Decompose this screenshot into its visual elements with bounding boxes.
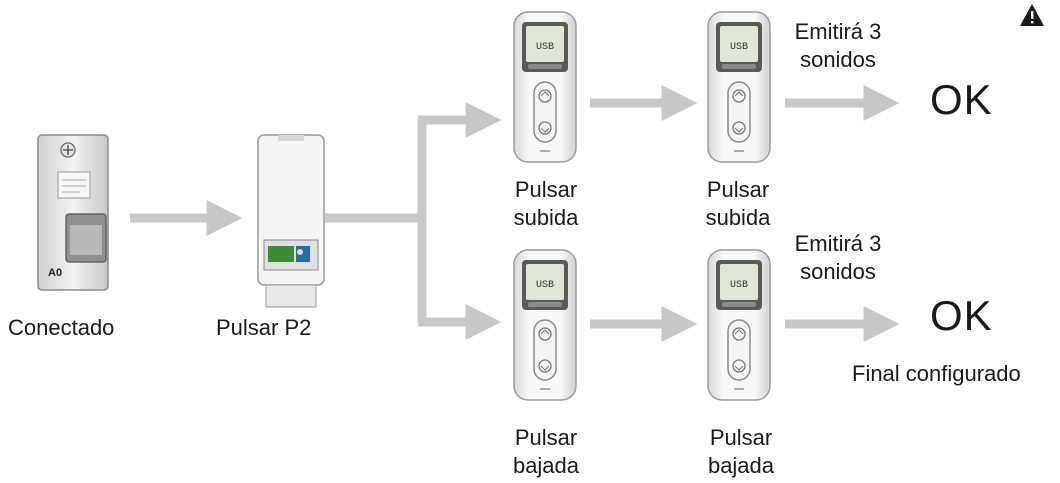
receiver-module-icon — [257, 134, 325, 308]
remote-control-icon — [513, 249, 577, 401]
breaker-rating-label: A0 — [48, 267, 62, 279]
label-line: Emitirá 3 — [794, 19, 882, 44]
label-final-configured: Final configurado — [852, 361, 1021, 386]
label-line: Pulsar — [706, 177, 770, 202]
label-press-p2: Pulsar P2 — [216, 315, 312, 340]
warning-triangle-icon — [1020, 4, 1044, 26]
label-line: Emitirá 3 — [794, 231, 882, 256]
flow-arrows — [130, 85, 900, 342]
label-beeps-bottom: Emitirá 3 sonidos — [783, 230, 893, 286]
label-line: subida — [513, 205, 579, 230]
label-press-down-2: Pulsar bajada — [693, 424, 789, 480]
ok-bottom: OK — [930, 292, 993, 339]
label-line: subida — [705, 205, 771, 230]
label-line: sonidos — [800, 47, 876, 72]
label-press-up-2: Pulsar subida — [690, 176, 786, 232]
label-press-down-1: Pulsar bajada — [498, 424, 594, 480]
circuit-breaker-icon: A0 — [37, 134, 109, 291]
ok-top: OK — [930, 76, 993, 123]
label-line: Pulsar — [709, 425, 773, 450]
label-line: Pulsar — [514, 177, 578, 202]
label-connected: Conectado — [8, 315, 115, 340]
label-beeps-top: Emitirá 3 sonidos — [783, 18, 893, 74]
label-line: bajada — [707, 453, 775, 478]
label-line: sonidos — [800, 259, 876, 284]
remote-control-icon — [513, 11, 577, 163]
remote-control-icon — [707, 249, 771, 401]
remote-control-icon — [707, 11, 771, 163]
label-press-up-1: Pulsar subida — [498, 176, 594, 232]
label-line: bajada — [512, 453, 580, 478]
label-line: Pulsar — [514, 425, 578, 450]
